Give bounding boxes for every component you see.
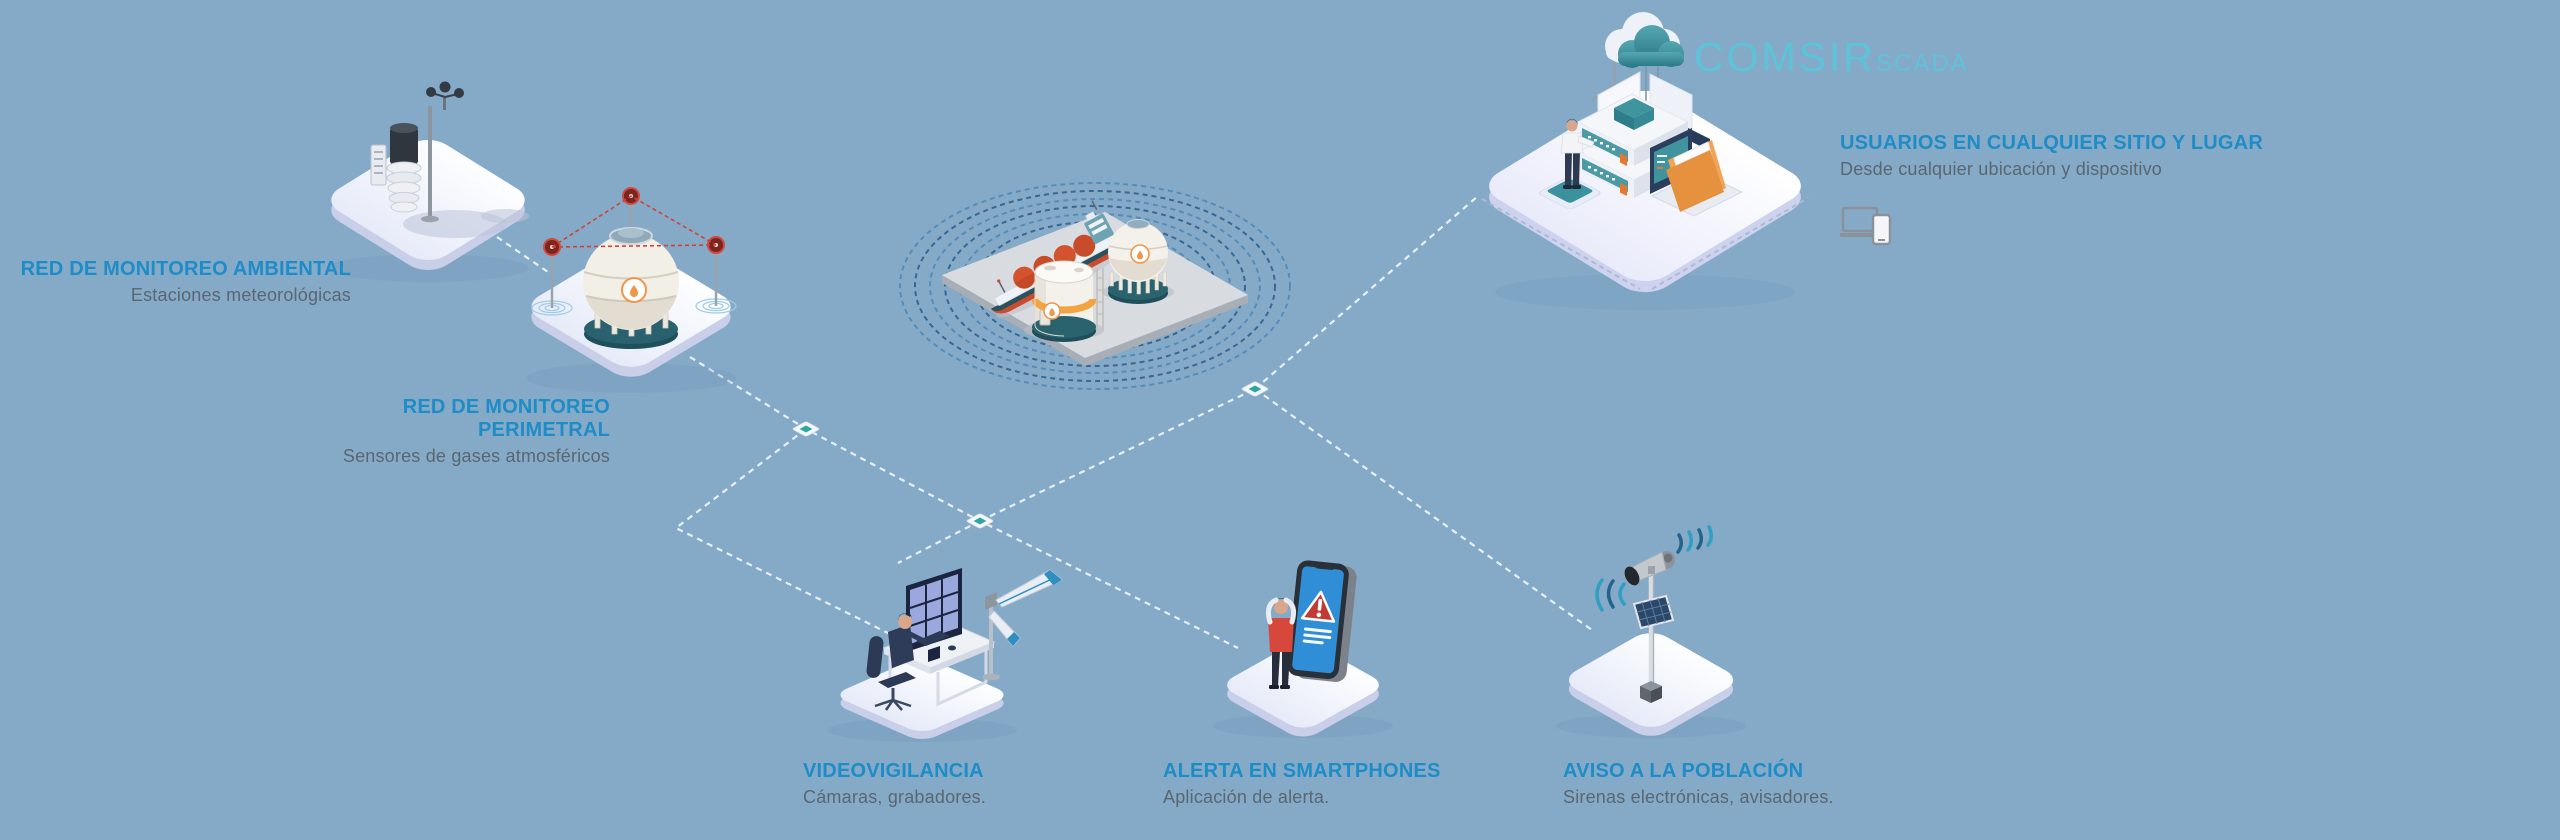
link-node2-cctv <box>897 520 981 564</box>
laptop-folder-icon <box>1650 128 1744 217</box>
label-subtitle: Aplicación de alerta. <box>1163 787 1330 807</box>
link-node3-scada <box>1254 195 1479 390</box>
label-red-monitoreo-perimetral: RED DE MONITOREO PERIMETRAL Sensores de … <box>280 396 610 467</box>
label-title: VIDEOVIGILANCIA <box>803 760 984 782</box>
perimeter-gas-tank-icon <box>526 187 737 393</box>
smartphone-alert-icon <box>1213 560 1393 738</box>
gas-sensor-post-icon <box>531 238 573 316</box>
industrial-plant-icon <box>942 200 1248 366</box>
operator-person <box>1539 119 1601 209</box>
cctv-operator-icon <box>827 568 1063 742</box>
camera-wall-monitor <box>906 568 962 662</box>
operator-person <box>866 613 927 711</box>
label-red-monitoreo-ambiental: RED DE MONITOREO AMBIENTAL Estaciones me… <box>0 258 351 306</box>
sphere-tank-icon <box>1108 219 1168 304</box>
label-subtitle: Sensores de gases atmosféricos <box>342 446 610 466</box>
network-nodes <box>791 380 1270 530</box>
horn-speaker <box>1624 551 1675 586</box>
perimeter-links <box>551 195 717 248</box>
label-title: ALERTA EN SMARTPHONES <box>1163 760 1441 782</box>
alert-phone <box>1287 560 1357 682</box>
network-node-icon <box>1240 380 1270 398</box>
label-videovigilancia: VIDEOVIGILANCIA Cámaras, grabadores. <box>803 760 1103 808</box>
label-title: AVISO A LA POBLACIÓN <box>1563 760 1804 782</box>
solar-panel-icon <box>1632 594 1675 630</box>
label-alerta-smartphones: ALERTA EN SMARTPHONES Aplicación de aler… <box>1163 760 1483 808</box>
label-usuarios: USUARIOS EN CUALQUIER SITIO Y LUGAR Desd… <box>1840 132 2300 246</box>
label-subtitle: Desde cualquier ubicación y dispositivo <box>1840 159 2162 179</box>
label-title: RED DE MONITOREO PERIMETRAL <box>402 396 610 441</box>
devices-icon <box>1840 206 1892 245</box>
link-perimeter-smartphone <box>689 356 1239 649</box>
label-subtitle: Estaciones meteorológicas <box>130 285 351 305</box>
label-aviso-poblacion: AVISO A LA POBLACIÓN Sirenas electrónica… <box>1563 760 1893 808</box>
label-title: USUARIOS EN CUALQUIER SITIO Y LUGAR <box>1840 132 2263 154</box>
siren-pole-icon <box>1556 525 1746 738</box>
gas-sensor-post-icon <box>695 236 737 314</box>
cloud-server-icon <box>1481 12 1809 310</box>
logo-brand: COMSIR <box>1694 34 1876 80</box>
sound-waves <box>1595 525 1713 612</box>
link-node3-siren <box>1254 388 1593 631</box>
cloud-icon <box>1605 12 1684 68</box>
label-subtitle: Cámaras, grabadores. <box>803 787 987 807</box>
logo: COMSIRSCADA <box>1694 34 1969 81</box>
warning-triangle-icon <box>1300 590 1336 623</box>
logo-product: SCADA <box>1876 50 1969 77</box>
label-subtitle: Sirenas electrónicas, avisadores. <box>1563 787 1834 807</box>
cctv-camera-pole <box>982 569 1063 681</box>
alarmed-person <box>1266 597 1296 689</box>
link-node2-node3 <box>979 388 1256 522</box>
storage-tank-icon <box>1031 260 1104 342</box>
connector-network <box>496 195 1593 649</box>
weather-station-icon <box>328 81 529 282</box>
label-title: RED DE MONITOREO AMBIENTAL <box>20 258 351 280</box>
